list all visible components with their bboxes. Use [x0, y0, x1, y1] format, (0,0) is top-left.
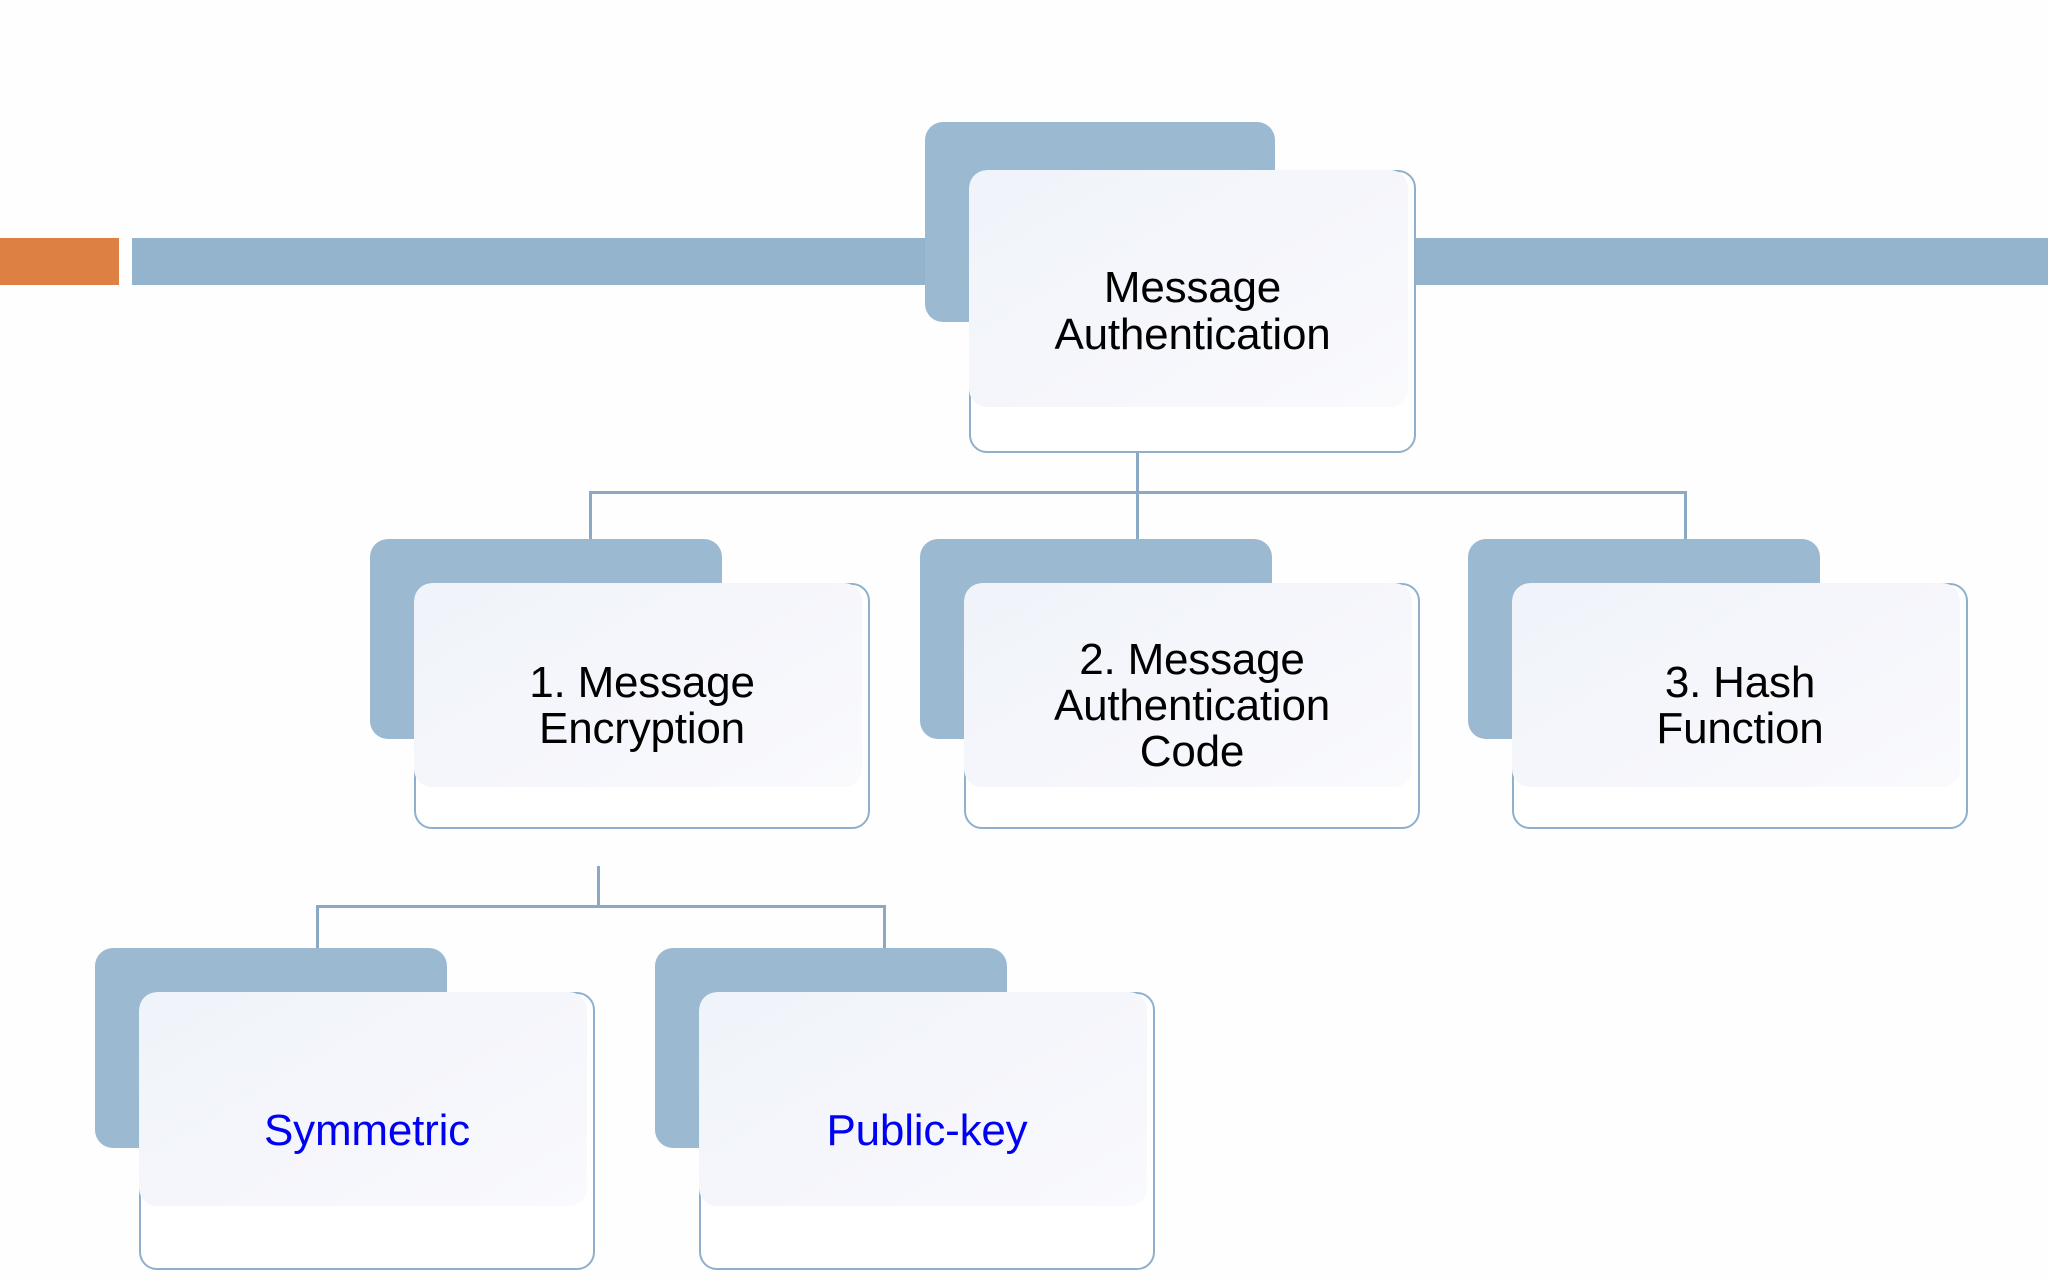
node-hash-function[interactable]: 3. Hash Function: [1468, 539, 1968, 879]
connector-drop-publickey: [883, 905, 886, 949]
node-inner-plate: [964, 583, 1412, 787]
connector-drop-mac: [1136, 491, 1139, 539]
node-label: Symmetric: [264, 1105, 470, 1155]
node-message-authentication-code[interactable]: 2. Message Authentication Code: [920, 539, 1420, 879]
connector-root-stem: [1136, 452, 1139, 494]
node-inner-plate: [139, 992, 587, 1206]
node-inner-plate: [414, 583, 862, 787]
node-message-authentication[interactable]: Message Authentication: [925, 122, 1416, 454]
node-label: 3. Hash Function: [1656, 657, 1824, 753]
node-message-encryption[interactable]: 1. Message Encryption: [370, 539, 870, 879]
node-label: Public-key: [826, 1105, 1028, 1155]
node-public-key[interactable]: Public-key: [655, 948, 1155, 1280]
node-label: 2. Message Authentication Code: [1053, 634, 1331, 777]
connector-encryption-stem: [597, 866, 600, 908]
connector-level3-bus: [316, 905, 886, 908]
accent-bar: [0, 238, 119, 285]
node-label: Message Authentication: [1054, 263, 1331, 359]
node-inner-plate: [1512, 583, 1960, 787]
node-inner-plate: [699, 992, 1147, 1206]
node-inner-plate: [969, 170, 1408, 407]
node-label: 1. Message Encryption: [529, 657, 755, 753]
connector-drop-encryption: [589, 491, 592, 539]
node-symmetric[interactable]: Symmetric: [95, 948, 595, 1280]
connector-drop-hash: [1684, 491, 1687, 539]
connector-drop-symmetric: [316, 905, 319, 949]
